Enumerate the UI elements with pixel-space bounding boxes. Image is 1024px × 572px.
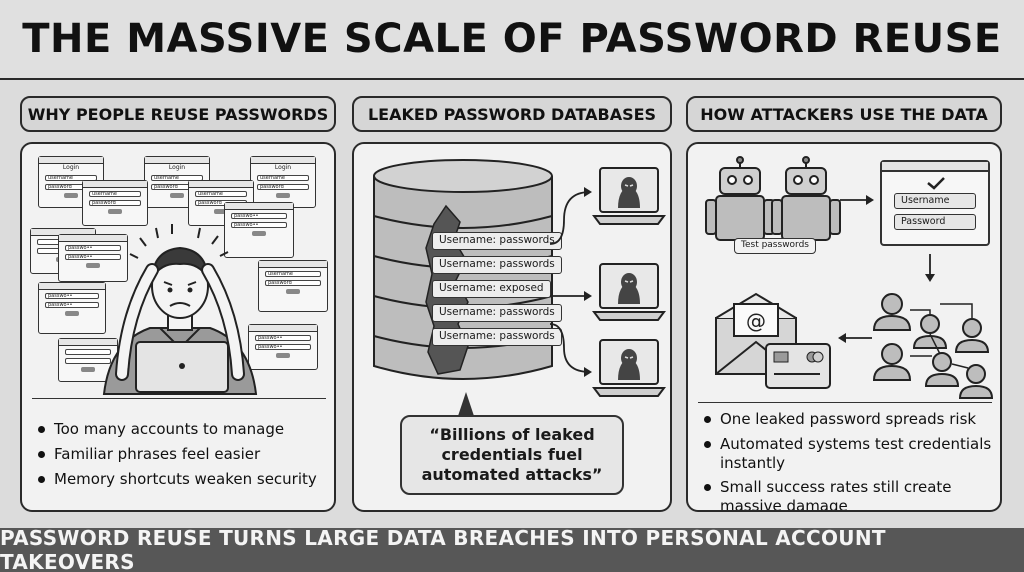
list-item: Small success rates still create massive…	[700, 478, 996, 510]
list-item: Memory shortcuts weaken security	[34, 470, 334, 489]
username-field: Username	[894, 193, 976, 209]
leaked-credential: Username: passwords	[432, 256, 562, 274]
login-window-icon: passwo••passwo••	[58, 234, 128, 282]
panel-heading-why: WHY PEOPLE REUSE PASSWORDS	[20, 96, 336, 132]
hacker-laptop-icon	[592, 263, 666, 321]
leaked-credential: Username: exposed	[432, 280, 551, 298]
at-sign-icon: @	[746, 309, 766, 333]
footer-banner: PASSWORD REUSE TURNS LARGE DATA BREACHES…	[0, 526, 1024, 572]
attackers-bullets: One leaked password spreads risk Automat…	[700, 410, 996, 510]
panel-heading-attackers: HOW ATTACKERS USE THE DATA	[686, 96, 1002, 132]
arrow-icon	[550, 187, 592, 377]
leaked-credential: Username: passwords	[432, 304, 562, 322]
envelope-icon: @	[715, 292, 831, 389]
leaked-credential: Username: passwords	[432, 232, 562, 250]
page-title: THE MASSIVE SCALE OF PASSWORD REUSE	[22, 16, 1002, 62]
quote-tail	[458, 392, 474, 416]
login-window-icon: passwo••passwo••	[224, 202, 294, 258]
divider	[698, 402, 992, 403]
arrow-icon	[838, 333, 872, 343]
robot-icon	[705, 156, 841, 241]
list-item: Automated systems test credentials insta…	[700, 435, 996, 473]
arrow-icon	[925, 254, 935, 282]
bot-label: Test passwords	[734, 238, 817, 254]
login-window-icon: passwo••passwo••	[248, 324, 318, 370]
hacker-laptop-icon	[592, 167, 666, 225]
leaked-credential: Username: passwords	[432, 328, 562, 346]
list-item: Too many accounts to manage	[34, 420, 334, 439]
checkmark-icon	[927, 177, 945, 190]
divider	[32, 398, 326, 399]
hacker-laptop-icon	[592, 339, 666, 397]
list-item: Familiar phrases feel easier	[34, 445, 334, 464]
panel-heading-leaked: LEAKED PASSWORD DATABASES	[352, 96, 672, 132]
laptop-icon	[135, 341, 229, 393]
arrow-icon	[840, 195, 874, 205]
login-window-icon: passwo••passwo••	[38, 282, 106, 334]
login-window-icon	[58, 338, 118, 382]
people-network-icon	[872, 293, 994, 399]
login-form-icon: Username Password	[880, 160, 990, 246]
list-item: One leaked password spreads risk	[700, 410, 996, 429]
why-bullets: Too many accounts to manage Familiar phr…	[34, 420, 334, 494]
quote-bubble: “Billions of leaked credentials fuel aut…	[400, 415, 624, 495]
title-bar: THE MASSIVE SCALE OF PASSWORD REUSE	[0, 0, 1024, 80]
credit-card-icon	[765, 343, 831, 389]
password-field: Password	[894, 214, 976, 230]
